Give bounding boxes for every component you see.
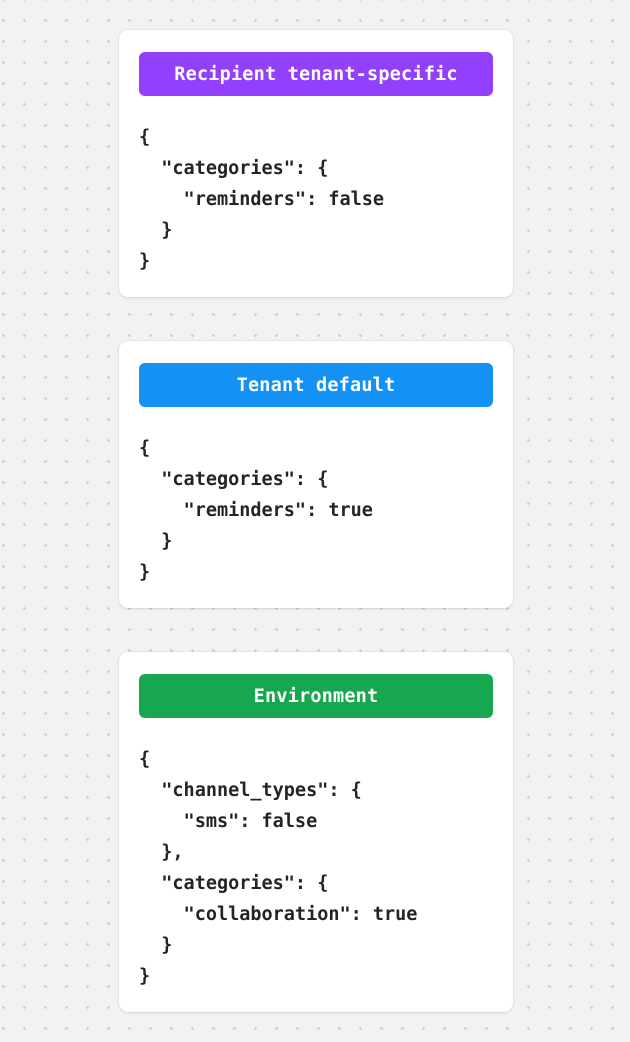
layer-json-body-tenant-default: { "categories": { "reminders": true } }	[139, 438, 373, 583]
layer-header-badge-recipient-tenant-specific: Recipient tenant-specific	[139, 52, 493, 96]
preference-layers-stack: Recipient tenant-specific { "categories"…	[119, 30, 513, 1012]
layer-header-badge-tenant-default: Tenant default	[139, 363, 493, 407]
layer-json-body-recipient-tenant-specific: { "categories": { "reminders": false } }	[139, 127, 385, 272]
layer-card-environment: Environment { "channel_types": { "sms": …	[119, 652, 513, 1012]
layer-json-body-environment: { "channel_types": { "sms": false }, "ca…	[139, 749, 418, 987]
layer-header-badge-environment: Environment	[139, 674, 493, 718]
layer-card-tenant-default: Tenant default { "categories": { "remind…	[119, 341, 513, 608]
layer-card-recipient-tenant-specific: Recipient tenant-specific { "categories"…	[119, 30, 513, 297]
